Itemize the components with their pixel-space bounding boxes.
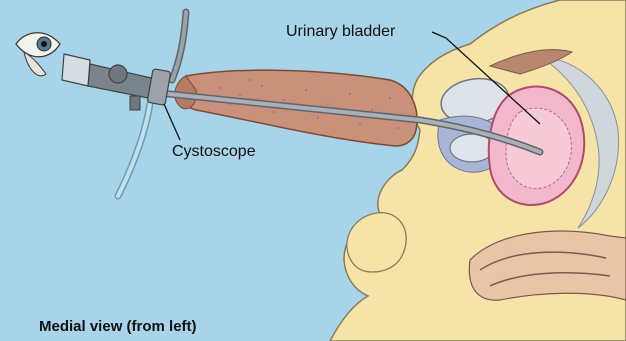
cystoscope-label: Cystoscope [172, 143, 256, 160]
urinary-bladder-label: Urinary bladder [286, 23, 396, 40]
scope-knob [109, 65, 127, 83]
pupil [41, 41, 47, 47]
eyepiece [62, 54, 90, 86]
scope-clamp [130, 96, 140, 110]
figure-caption: Medial view (from left) [39, 318, 197, 335]
prostate-gland [450, 134, 494, 162]
urinary-bladder [489, 87, 584, 205]
